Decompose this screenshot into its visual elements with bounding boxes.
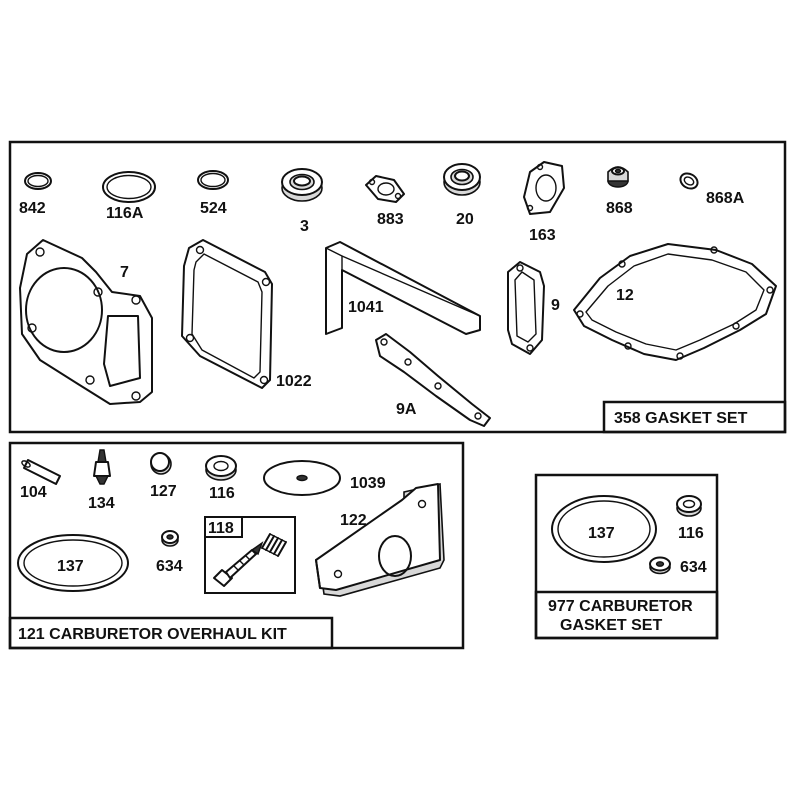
part-842-oring [24, 172, 52, 190]
part-1022-cover-gasket [181, 239, 273, 389]
label-137-set: 137 [588, 525, 615, 542]
part-118-screw-spring: 118 [204, 516, 296, 594]
part-163-gasket [523, 161, 565, 215]
overhaul-kit-title-box [8, 616, 334, 650]
part-524-oring [197, 170, 229, 190]
gasket-set-title: 358 GASKET SET [614, 410, 748, 427]
part-883-gasket [365, 175, 405, 203]
part-116-washer-set [676, 495, 702, 517]
label-104: 104 [20, 484, 47, 501]
part-9A-gasket [375, 333, 491, 427]
label-116A: 116A [106, 205, 144, 222]
label-634: 634 [156, 558, 183, 575]
part-7-head-gasket [19, 239, 153, 405]
part-122-bracket [315, 483, 445, 597]
overhaul-kit-panel: 121 CARBURETOR OVERHAUL KIT 104 134 127 … [8, 441, 465, 650]
part-137-oring-set [551, 495, 657, 563]
label-127: 127 [150, 483, 177, 500]
gasket-set-frame [8, 140, 787, 434]
label-137: 137 [57, 558, 84, 575]
overhaul-kit-title: 121 CARBURETOR OVERHAUL KIT [18, 626, 287, 643]
label-524: 524 [200, 200, 227, 217]
label-163: 163 [529, 227, 556, 244]
carb-gasket-set-title-box [534, 590, 719, 640]
part-134-float-needle [93, 449, 111, 485]
part-634-washer [161, 530, 179, 547]
label-116: 116 [209, 485, 235, 502]
label-1022: 1022 [276, 373, 312, 390]
part-12-crankcase-gasket [573, 243, 777, 361]
label-20: 20 [456, 211, 474, 228]
label-3: 3 [300, 218, 309, 235]
label-122: 122 [340, 512, 367, 529]
part-634-washer-set [649, 556, 671, 575]
label-868A: 868A [706, 190, 745, 207]
part-9-breather-gasket [507, 261, 545, 355]
part-1039-disc [263, 460, 341, 496]
label-1041: 1041 [348, 299, 384, 316]
label-9A: 9A [396, 401, 417, 418]
part-868-valve-seal [607, 166, 629, 188]
label-134: 134 [88, 495, 115, 512]
label-7: 7 [120, 264, 129, 281]
part-1041-bracket [325, 241, 481, 335]
label-842: 842 [19, 200, 46, 217]
label-634-set: 634 [680, 559, 707, 576]
part-20-oil-seal [443, 163, 481, 196]
label-12: 12 [616, 287, 634, 304]
label-883: 883 [377, 211, 404, 228]
label-116-set: 116 [678, 525, 704, 542]
gasket-set-title-box [602, 400, 787, 434]
label-9: 9 [551, 297, 560, 314]
carb-gasket-set-title-line2: GASKET SET [560, 617, 662, 634]
part-137-oring [17, 534, 129, 592]
part-868A-washer [679, 172, 699, 190]
label-1039: 1039 [350, 475, 386, 492]
label-868: 868 [606, 200, 633, 217]
carb-gasket-set-panel: 977 CARBURETOR GASKET SET 137 116 634 [534, 473, 719, 640]
part-3-oil-seal [281, 168, 323, 202]
part-116A-oring [102, 171, 156, 203]
part-116-washer [205, 455, 237, 481]
label-118: 118 [208, 520, 234, 537]
carb-gasket-set-title-line1: 977 CARBURETOR [548, 598, 693, 615]
part-127-plug [150, 452, 172, 475]
gasket-set-panel: 358 GASKET SET 842 116A 524 3 [8, 140, 787, 434]
part-104-pin [21, 459, 61, 485]
